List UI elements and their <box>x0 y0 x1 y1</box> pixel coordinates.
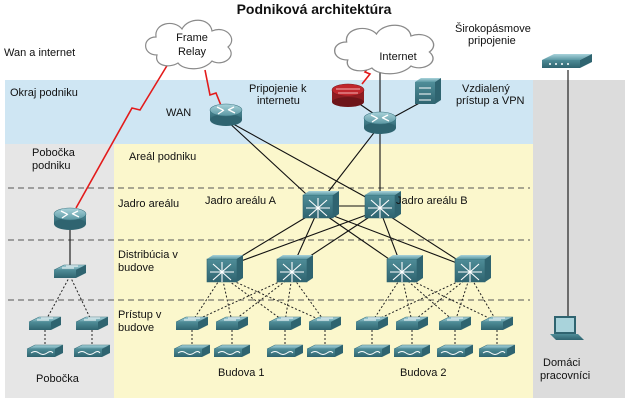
building-1-label: Budova 1 <box>218 367 264 379</box>
building-access-label-2: budove <box>118 322 154 334</box>
frame-relay-cloud: Frame Relay <box>145 19 233 70</box>
hub-icons <box>26 344 516 358</box>
internet-connection-label-2: internetu <box>257 95 300 107</box>
cloud-frame-label: Frame <box>176 32 208 44</box>
branch-enterprise-label-1: Pobočka <box>32 147 76 159</box>
branch-label: Pobočka <box>36 373 80 385</box>
cloud-relay-label: Relay <box>178 46 207 58</box>
distribution-switch-3-icon <box>386 254 424 283</box>
laptop-icon <box>550 316 584 340</box>
distribution-switch-1-icon <box>206 254 244 283</box>
branch-enterprise-label-2: podniku <box>32 160 71 172</box>
cloud-internet-label: Internet <box>379 51 416 63</box>
internet-router-icon <box>363 111 397 135</box>
branch-router-icon <box>53 207 87 231</box>
diagram-title: Podniková architektúra <box>237 1 392 17</box>
distribution-switch-4-icon <box>454 254 492 283</box>
wan-internet-label: Wan a internet <box>4 47 75 59</box>
home-workers-label-1: Domáci <box>543 357 580 369</box>
building-distribution-label-1: Distribúcia v <box>118 249 178 261</box>
edge-zone <box>5 80 533 144</box>
access-links <box>44 275 498 348</box>
wan-label: WAN <box>166 107 191 119</box>
broadband-label-1: Širokopásmove <box>455 22 531 35</box>
internet-connection-label-1: Pripojenie k <box>249 83 307 95</box>
internet-cloud <box>333 24 435 75</box>
wan-router-icon <box>209 103 243 127</box>
firewall-icon <box>331 83 365 107</box>
core-b-label: Jadro areálu B <box>396 195 468 207</box>
broadband-label-2: pripojenie <box>468 35 516 47</box>
remote-vpn-label-1: Vzdialený <box>462 83 510 95</box>
campus-core-label: Jadro areálu <box>118 198 179 210</box>
building-distribution-label-2: budove <box>118 262 154 274</box>
building-access-label-1: Prístup v <box>118 309 162 321</box>
remote-vpn-label-2: prístup a VPN <box>456 95 525 107</box>
building-2-label: Budova 2 <box>400 367 446 379</box>
home-workers-label-2: pracovníci <box>540 370 590 382</box>
home-zone <box>533 80 625 398</box>
enterprise-edge-label: Okraj podniku <box>10 87 78 99</box>
core-a-label: Jadro areálu A <box>205 195 277 207</box>
broadband-modem-icon <box>542 54 592 68</box>
distribution-switch-2-icon <box>276 254 314 283</box>
core-switch-a-icon <box>302 190 340 219</box>
campus-label: Areál podniku <box>129 151 196 163</box>
vpn-concentrator-icon <box>415 78 441 104</box>
